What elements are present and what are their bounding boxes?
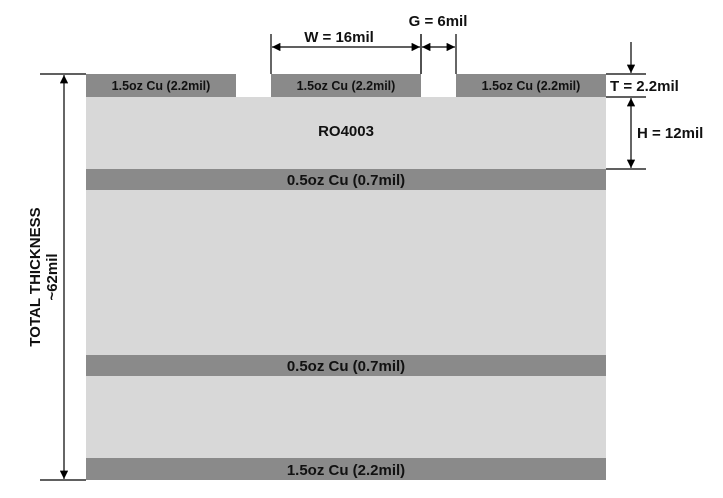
top-trace-right xyxy=(456,74,606,97)
top-trace-center-label: 1.5oz Cu (2.2mil) xyxy=(297,79,396,93)
total-thickness-label: TOTAL THICKNESS xyxy=(27,207,44,346)
dielectric-layer-bottom xyxy=(86,376,606,458)
inner-copper-1-label: 0.5oz Cu (0.7mil) xyxy=(287,172,405,189)
gap-label: G = 6mil xyxy=(409,13,468,30)
trace-width-label: W = 16mil xyxy=(304,29,374,46)
top-trace-left xyxy=(86,74,236,97)
dielectric-layer-core xyxy=(86,190,606,355)
top-trace-center xyxy=(271,74,421,97)
bottom-copper-label: 1.5oz Cu (2.2mil) xyxy=(287,462,405,479)
inner-copper-layer-2 xyxy=(86,355,606,376)
total-thickness-value: ~62mil xyxy=(44,253,61,300)
inner-copper-layer-1 xyxy=(86,169,606,190)
top-trace-left-label: 1.5oz Cu (2.2mil) xyxy=(112,79,211,93)
dielectric-height-label: H = 12mil xyxy=(637,125,703,142)
inner-copper-2-label: 0.5oz Cu (0.7mil) xyxy=(287,358,405,375)
top-trace-right-label: 1.5oz Cu (2.2mil) xyxy=(482,79,581,93)
dielectric-material-label: RO4003 xyxy=(318,123,374,140)
dielectric-layer-top xyxy=(86,97,606,169)
trace-thickness-label: T = 2.2mil xyxy=(610,78,679,95)
bottom-copper-layer xyxy=(86,458,606,480)
